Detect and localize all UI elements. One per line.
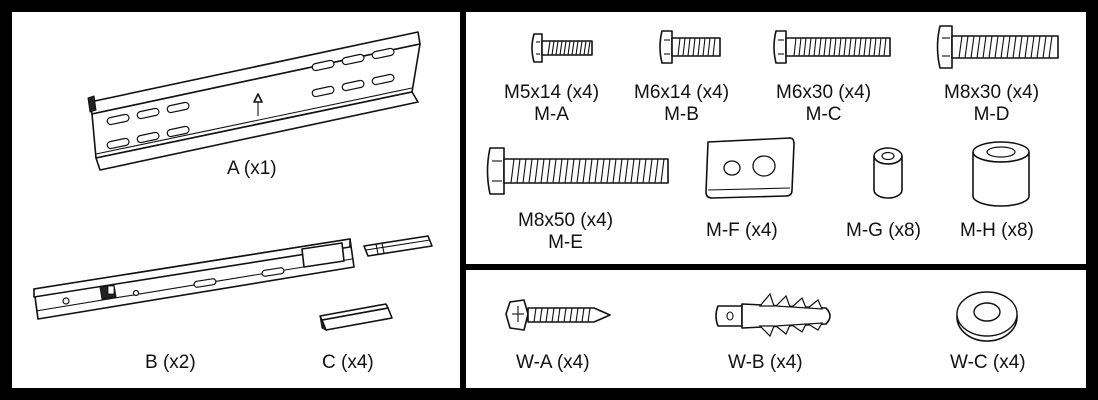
screw-m-b-label: M6x14 (x4) M-B (634, 82, 730, 125)
mounting-arm-b-drawing (33, 238, 355, 320)
washer-label: W-C (x4) (950, 352, 1026, 373)
wall-anchor-label: W-B (x4) (728, 352, 803, 373)
wall-plate-a-drawing (87, 31, 421, 171)
screw-m-c-label: M6x30 (x4) M-C (776, 82, 872, 125)
bolt-m-b-icon (659, 30, 721, 64)
screw-m-d-label: M8x30 (x4) M-D (944, 82, 1040, 125)
bolt-m-d-icon (936, 25, 1059, 69)
spacer-c-drawing (319, 303, 393, 332)
spacer-plate-label: M-F (x4) (706, 220, 778, 241)
spacer-m-g-label: M-G (x8) (846, 220, 921, 241)
lag-bolt-label: W-A (x4) (516, 352, 590, 373)
pin-drawing (363, 235, 433, 257)
bolt-panel: M5x14 (x4) M-A M6x14 (x4) M-B M6 (466, 12, 1086, 264)
spacer-plate-m-f-icon (705, 137, 795, 199)
arm-label: B (x2) (145, 352, 196, 373)
wall-anchor-w-b-icon (715, 292, 831, 338)
left-panel: A (x1) B (x2) C (x4) (12, 12, 460, 388)
spacer-m-h-label: M-H (x8) (960, 220, 1034, 241)
washer-w-c-icon (956, 291, 1018, 342)
spacer-m-h-icon (972, 141, 1030, 207)
bolt-m-c-icon (773, 30, 891, 64)
screw-m-e-label: M8x50 (x4) M-E (518, 210, 614, 253)
screw-m-a-label: M5x14 (x4) M-A (504, 82, 600, 125)
plate-label: A (x1) (227, 158, 277, 179)
bolt-m-e-icon (486, 147, 669, 195)
bolt-m-a-icon (531, 33, 593, 63)
spacer-label: C (x4) (322, 352, 374, 373)
wall-hardware-panel: W-A (x4) W-B (x4) W-C (x4) (466, 270, 1086, 388)
lag-bolt-w-a-icon (505, 299, 611, 331)
spacer-m-g-icon (873, 147, 903, 199)
